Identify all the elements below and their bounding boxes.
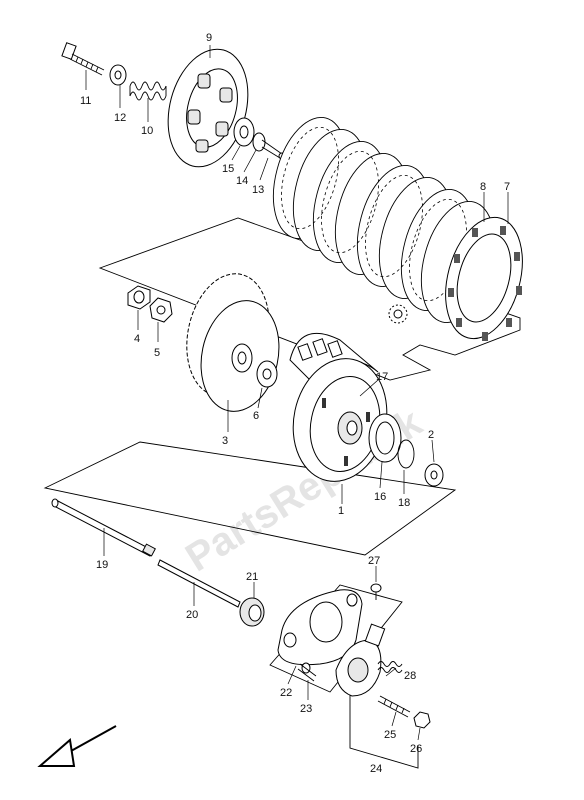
- leader-lines: [85, 45, 509, 741]
- callout-19: 19: [96, 559, 108, 571]
- oil-seal-part-21: [239, 597, 265, 627]
- callout-15: 15: [222, 163, 234, 175]
- callout-17: 17: [376, 371, 388, 383]
- callout-18: 18: [398, 497, 410, 509]
- callout-28: 28: [404, 670, 416, 682]
- callout-4: 4: [134, 333, 140, 345]
- callout-27: 27: [368, 555, 380, 567]
- callout-labels: 9 11 12 10 15 14 13 8 7 4 5 17 6 3 2 16 …: [80, 32, 510, 775]
- front-arrow-icon: [37, 725, 117, 767]
- callout-3: 3: [222, 435, 228, 447]
- push-rod-part-19: [51, 498, 156, 557]
- gasket-actuator-cover: [277, 589, 363, 666]
- spring-part-28: [377, 661, 403, 673]
- clutch-plate-stack-parts-7-8: [272, 117, 523, 341]
- bearing-part-15: [233, 117, 255, 147]
- lock-washer-part-5: [149, 297, 173, 323]
- nut-part-26: [413, 711, 431, 729]
- washer-part-6: [256, 360, 278, 388]
- callout-5: 5: [154, 347, 160, 359]
- clutch-release-mechanism: [335, 623, 386, 697]
- clutch-housing-part-1: [289, 332, 388, 482]
- primary-driven-gear-part-3: [186, 273, 280, 412]
- washer-part-14: [252, 132, 266, 152]
- push-rod-part-20: [157, 559, 241, 608]
- callout-23: 23: [300, 703, 312, 715]
- callout-13: 13: [252, 184, 264, 196]
- bolt-part-11: [61, 42, 105, 76]
- callout-6: 6: [253, 410, 259, 422]
- callout-10: 10: [141, 125, 153, 137]
- group-outline-shafts: [43, 441, 457, 556]
- adjuster-screw-part-25: [377, 695, 411, 718]
- nut-part-4: [127, 285, 151, 310]
- callout-8: 8: [480, 181, 486, 193]
- screw-part-27: [370, 583, 382, 600]
- circlip-part-18: [397, 439, 415, 469]
- pressure-plate-part-9: [167, 48, 249, 168]
- callout-12: 12: [114, 112, 126, 124]
- washer-part-2: [424, 463, 444, 487]
- callout-26: 26: [410, 743, 422, 755]
- callout-7: 7: [504, 181, 510, 193]
- callout-9: 9: [206, 32, 212, 44]
- callout-1: 1: [338, 505, 344, 517]
- callout-25: 25: [384, 729, 396, 741]
- callout-24: 24: [370, 763, 382, 775]
- spring-part-10: [129, 81, 167, 101]
- callout-22: 22: [280, 687, 292, 699]
- callout-16: 16: [374, 491, 386, 503]
- washer-part-12: [109, 64, 127, 86]
- callout-11: 11: [80, 95, 91, 107]
- callout-14: 14: [236, 175, 248, 187]
- bearing-part-16: [368, 413, 402, 463]
- callout-21: 21: [246, 571, 258, 583]
- gear-icon: [388, 304, 408, 324]
- callout-2: 2: [428, 429, 434, 441]
- callout-20: 20: [186, 609, 198, 621]
- bolt-part-23: [297, 663, 317, 682]
